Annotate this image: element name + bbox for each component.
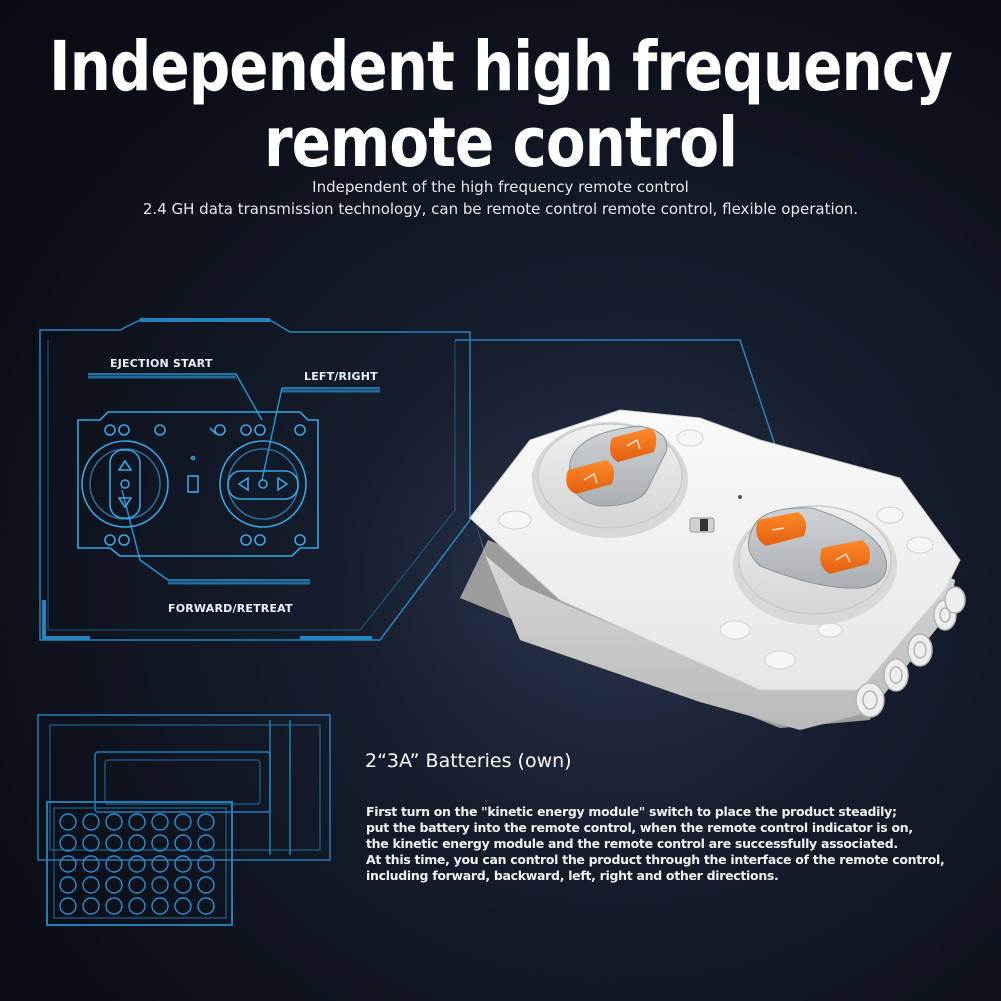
grid-hole: [105, 813, 123, 831]
grid-hole: [82, 855, 100, 873]
grid-hole: [82, 876, 100, 894]
grid-hole: [59, 876, 77, 894]
page-title-line2: remote control: [263, 102, 738, 183]
description-line: First turn on the "kinetic energy module…: [366, 804, 897, 819]
description-line: including forward, backward, left, right…: [366, 868, 779, 883]
label-left-right: LEFT/RIGHT: [304, 370, 378, 383]
blueprint-frame: [39, 318, 797, 641]
grid-hole: [82, 834, 100, 852]
grid-hole: [128, 855, 146, 873]
subtitle-line1: Independent of the high frequency remote…: [312, 178, 689, 196]
label-ejection-start: EJECTION START: [110, 357, 213, 370]
subtitle-line2: 2.4 GH data transmission technology, can…: [142, 200, 859, 218]
grid-hole: [174, 834, 192, 852]
battery-title: 2“3A” Batteries (own): [365, 750, 572, 772]
grid-hole: [151, 834, 169, 852]
grid-hole: [151, 855, 169, 873]
grid-hole: [197, 813, 215, 831]
grid-hole: [59, 834, 77, 852]
grid-hole: [105, 834, 123, 852]
grid-hole: [105, 855, 123, 873]
grid-hole: [151, 813, 169, 831]
page-title-line1: Independent high frequency: [49, 26, 953, 107]
description-line: the kinetic energy module and the remote…: [366, 836, 898, 851]
description-line: At this time, you can control the produc…: [366, 852, 945, 867]
grid-hole: [59, 813, 77, 831]
remote-diagram: [77, 411, 319, 557]
description-line: put the battery into the remote control,…: [366, 820, 913, 835]
label-forward-retreat: FORWARD/RETREAT: [168, 602, 293, 615]
grid-hole: [197, 855, 215, 873]
grid-hole: [197, 897, 215, 915]
grid-hole: [197, 834, 215, 852]
grid-hole: [128, 834, 146, 852]
grid-hole: [174, 855, 192, 873]
grid-hole: [128, 876, 146, 894]
grid-hole: [105, 876, 123, 894]
grid-hole: [128, 813, 146, 831]
grid-hole: [151, 876, 169, 894]
grid-hole: [82, 897, 100, 915]
grid-hole: [82, 813, 100, 831]
grid-hole: [59, 897, 77, 915]
grid-hole: [174, 876, 192, 894]
grid-hole: [128, 897, 146, 915]
grid-hole: [105, 897, 123, 915]
grid-hole: [174, 813, 192, 831]
battery-description: First turn on the "kinetic energy module…: [366, 804, 966, 884]
grid-hole: [197, 876, 215, 894]
remote-product: [460, 409, 966, 730]
battery-diagram: [37, 714, 331, 926]
battery-grid: [59, 813, 215, 915]
grid-hole: [59, 855, 77, 873]
grid-hole: [174, 897, 192, 915]
grid-hole: [151, 897, 169, 915]
